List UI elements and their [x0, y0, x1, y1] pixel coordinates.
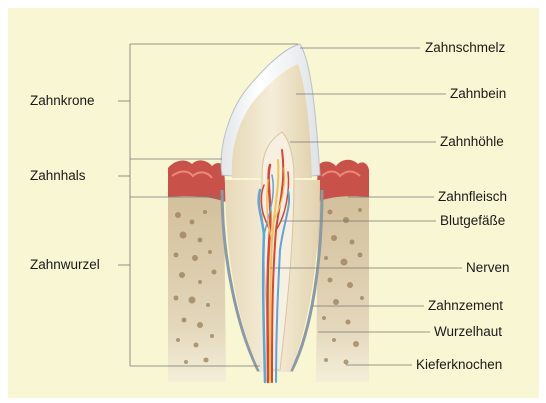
label-gum: Zahnfleisch — [438, 189, 507, 205]
label-crown: Zahnkrone — [30, 93, 95, 109]
label-enamel: Zahnschmelz — [425, 40, 505, 56]
gum-left — [168, 160, 226, 202]
label-jawbone: Kieferknochen — [416, 357, 502, 373]
label-neck: Zahnhals — [30, 168, 86, 184]
label-vessels: Blutgefäße — [440, 213, 505, 229]
label-pulp: Zahnhöhle — [440, 134, 504, 150]
jawbone-right — [316, 190, 369, 382]
label-nerves: Nerven — [466, 260, 510, 276]
label-root: Zahnwurzel — [30, 257, 100, 273]
gum-right — [316, 160, 369, 202]
jawbone-left — [168, 190, 226, 382]
label-periodontium: Wurzelhaut — [434, 324, 502, 340]
label-cementum: Zahnzement — [428, 298, 503, 314]
label-dentin: Zahnbein — [450, 86, 506, 102]
